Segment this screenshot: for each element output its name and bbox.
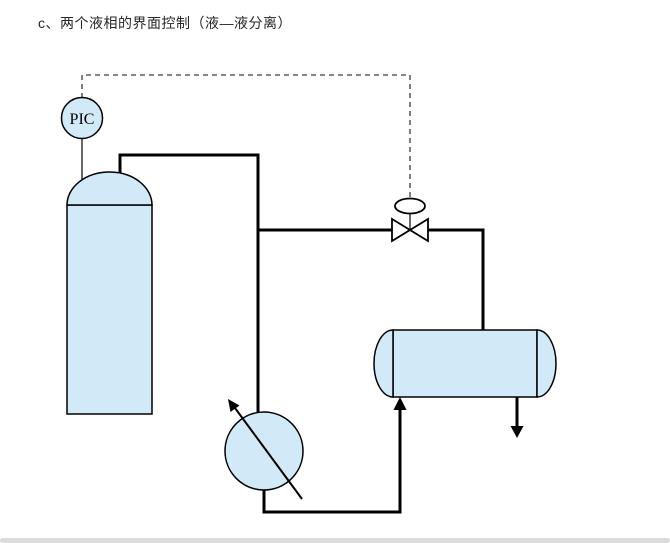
- column-dome-top: [66, 171, 153, 206]
- pic-to-valve-signal-line: [81, 74, 411, 199]
- condenser-circle: [224, 411, 304, 491]
- column-body: [66, 204, 153, 415]
- pic-instrument-circle: [60, 96, 104, 140]
- drum-outlet-down-arrow-icon: [510, 426, 524, 438]
- valve-right-triangle: [408, 217, 429, 243]
- condenser-diagonal-line: [234, 407, 303, 500]
- condenser-arrowhead-icon: [228, 399, 240, 412]
- drum-body: [392, 329, 538, 398]
- condenser: [224, 399, 304, 500]
- drum-left-cap: [373, 329, 394, 398]
- valve-actuator-diaphragm: [394, 197, 426, 215]
- column-overhead-pipe: [118, 153, 260, 415]
- pressure-controller: PIC: [60, 96, 104, 140]
- control-valve: [391, 197, 429, 243]
- diagram-title: c、两个液相的界面控制（液—液分离）: [38, 15, 292, 31]
- distillation-column: [66, 171, 153, 415]
- valve-left-triangle: [391, 217, 412, 243]
- drum-right-cap: [536, 329, 557, 398]
- signal-lines: [81, 74, 411, 199]
- drum-inlet-up-arrow-icon: [393, 397, 407, 410]
- flow-arrows: [393, 397, 524, 438]
- condenser-to-drum-pipe: [262, 404, 402, 514]
- valve-to-drum-pipe: [428, 228, 485, 332]
- pic-label: PIC: [70, 111, 95, 128]
- process-pipes: [118, 153, 519, 514]
- separator-drum: [373, 329, 557, 398]
- page-bottom-edge: [0, 538, 670, 543]
